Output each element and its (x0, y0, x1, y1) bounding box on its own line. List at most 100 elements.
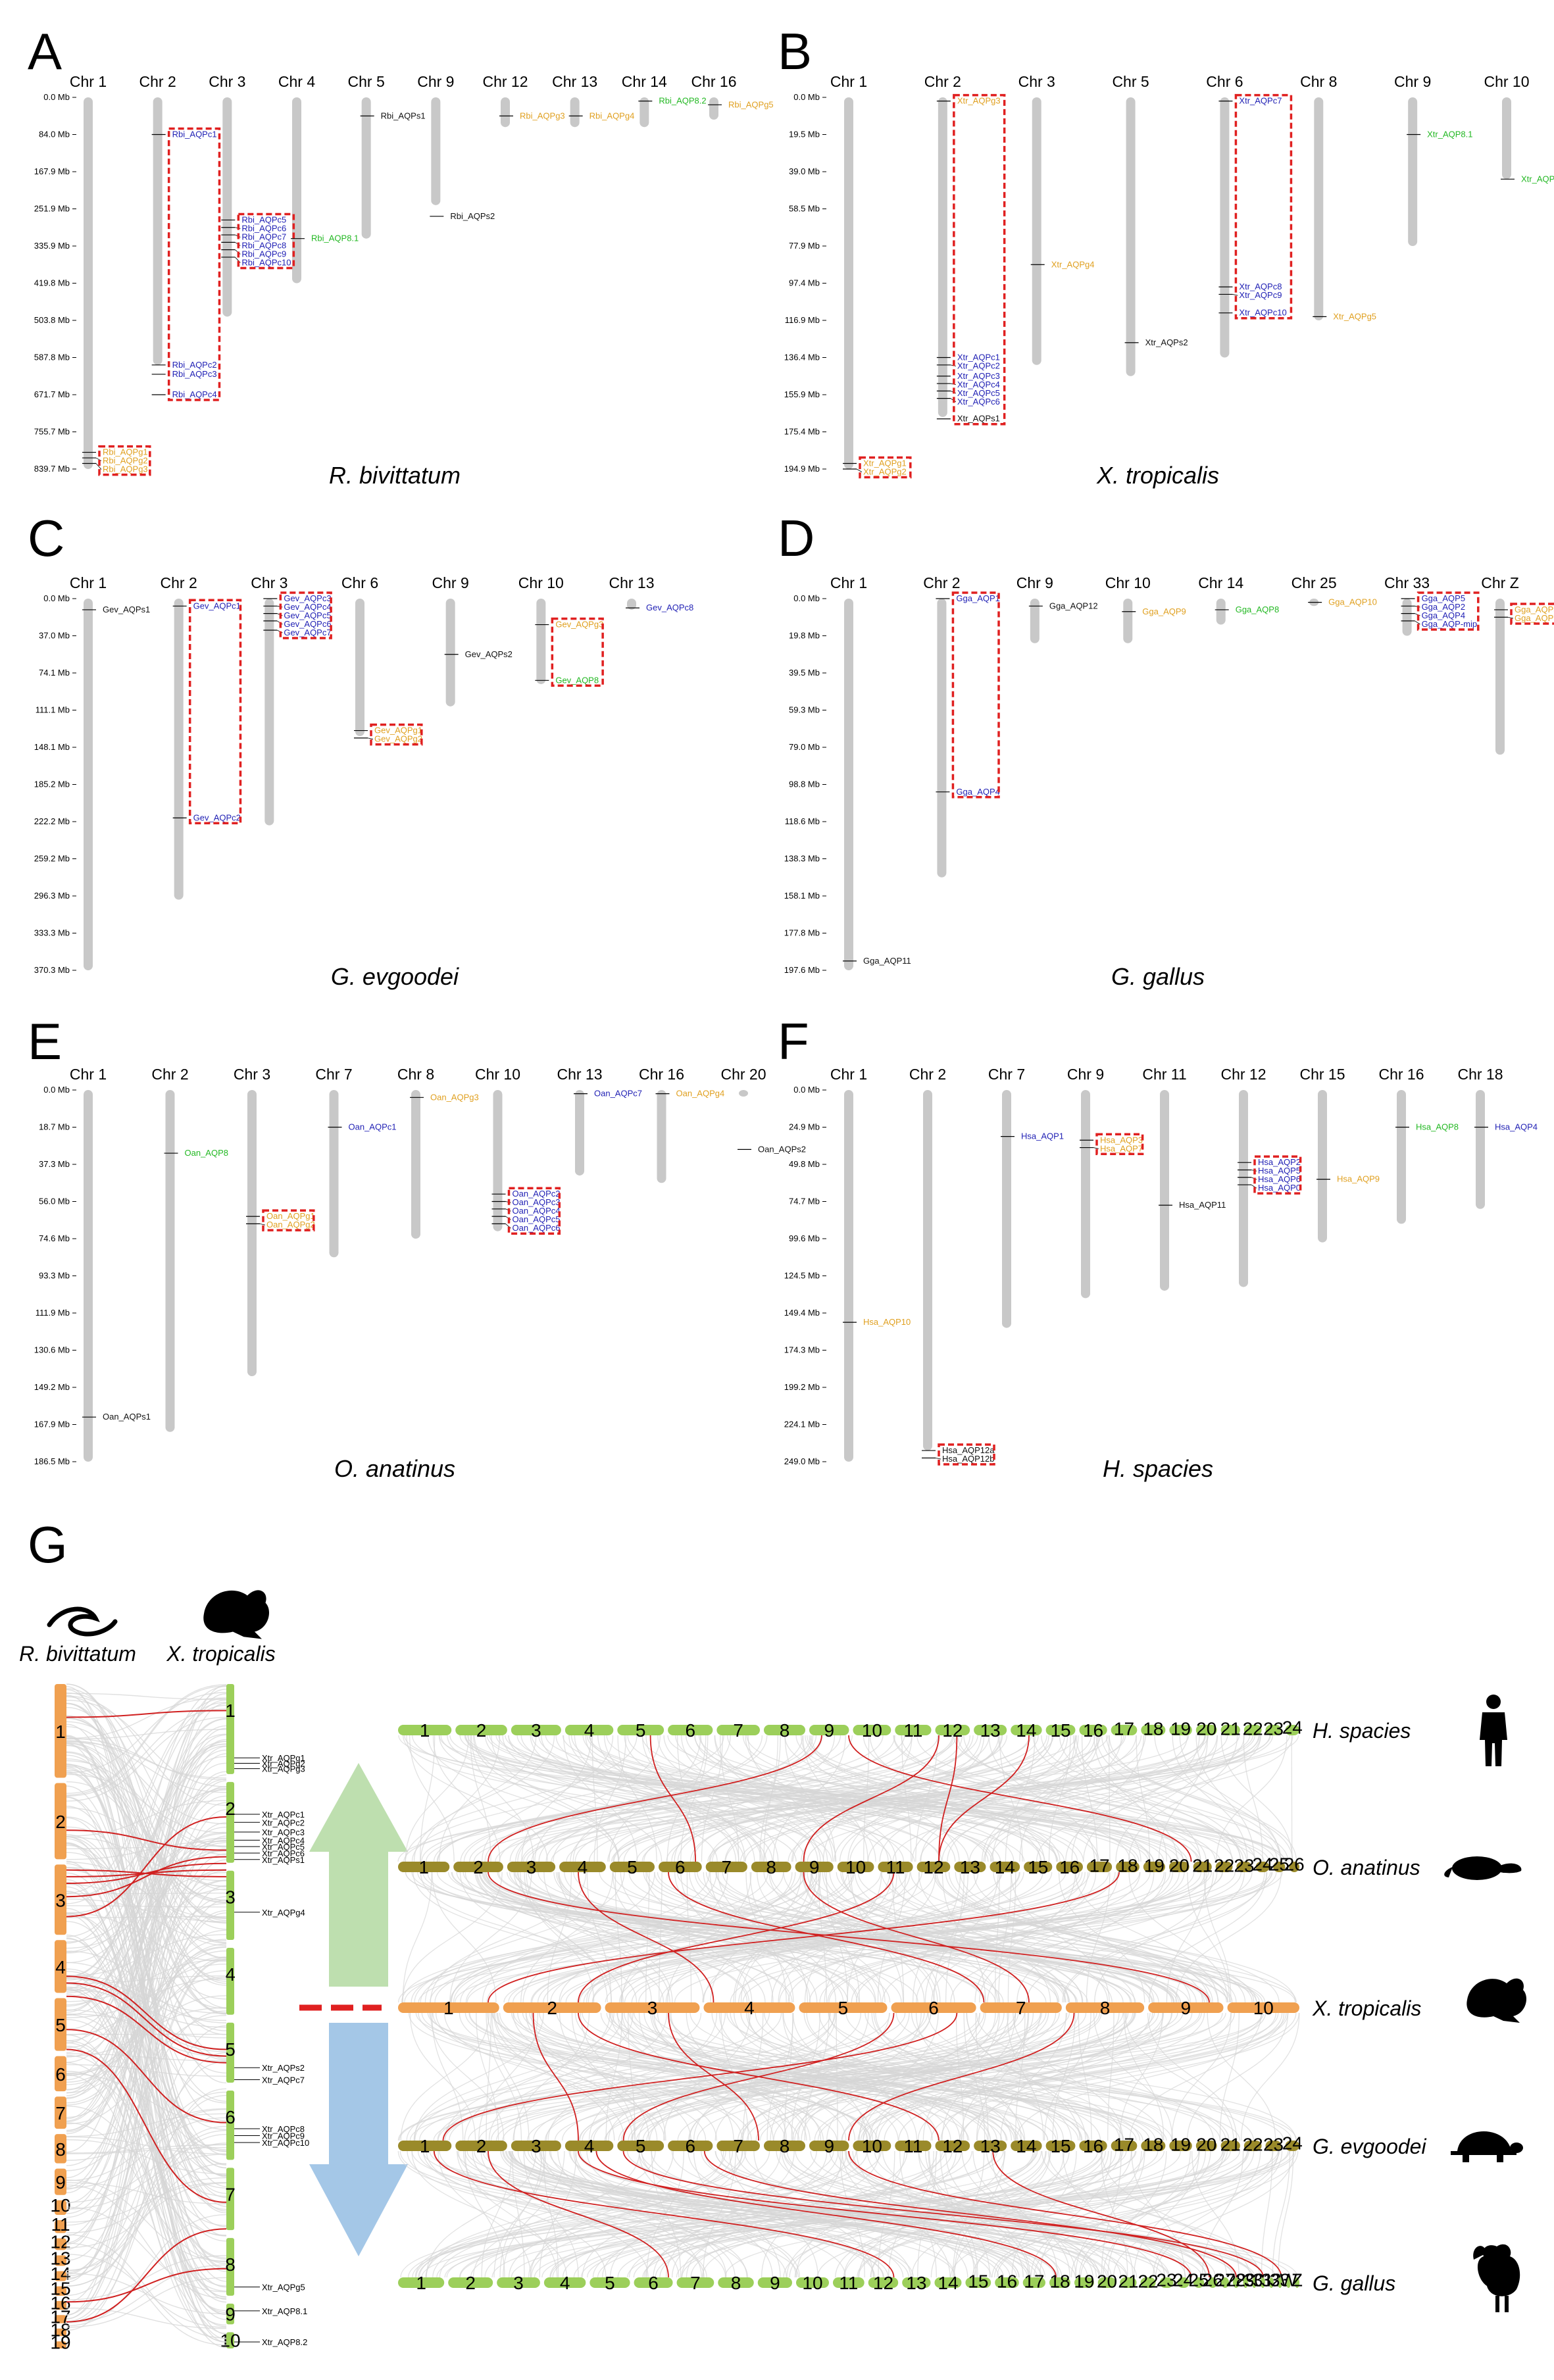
synteny-link (436, 2150, 1137, 2278)
chromosome-bar (1476, 1090, 1485, 1209)
synteny-link (66, 1693, 227, 1700)
track-chromosome-bar (453, 1862, 503, 1872)
synteny-link (449, 1872, 806, 2003)
track-chromosome-number: 10 (862, 1720, 882, 1741)
chromosome-bar (264, 599, 274, 826)
species-name: R. bivittatum (19, 1642, 136, 1666)
snake-icon (47, 1606, 118, 1637)
chromosome-name: Chr 14 (622, 73, 667, 90)
axis-tick-label: 111.1 Mb (36, 705, 70, 715)
gene-label: Oan_AQPc3 (513, 1197, 561, 1207)
synteny-link (397, 2150, 799, 2278)
gene-label: Hsa_AQP10 (863, 1317, 911, 1327)
synteny-link (430, 1872, 882, 2003)
synteny-link (671, 2150, 847, 2278)
track-chromosome-number: 17 (1114, 2135, 1134, 2155)
gene-label: Xtr_AQPs1 (262, 1855, 305, 1865)
synteny-link (742, 2012, 764, 2141)
synteny-link (933, 1872, 1255, 2003)
chromosome-name: Chr 18 (1457, 1066, 1503, 1083)
synteny-link (1272, 2150, 1291, 2278)
synteny-link (434, 1872, 854, 2003)
gene-label: Xtr_AQPc10 (1239, 308, 1286, 318)
xtr-chromosome-bar (226, 1781, 234, 1863)
track-chromosome-number: 19 (1170, 1719, 1191, 1739)
track-chromosome-bar (1294, 2277, 1299, 2288)
synteny-link (918, 1872, 1051, 2003)
synteny-link (1016, 2012, 1285, 2141)
synteny-link (571, 2012, 636, 2141)
track-chromosome-number: 15 (1050, 1720, 1070, 1741)
track-chromosome-number: 7 (733, 2136, 743, 2156)
synteny-link (1036, 1735, 1261, 1862)
xtr-chromosome-number: 5 (225, 2039, 236, 2060)
gene-label: Gga_AQP9 (1142, 607, 1186, 616)
gene-label: Oan_AQPc4 (513, 1206, 561, 1216)
synteny-link (66, 2234, 227, 2339)
synteny-link (797, 2012, 922, 2141)
synteny-link (827, 1872, 1180, 2003)
chromosome-bar (844, 1090, 853, 1462)
axis-tick-label: 175.4 Mb (784, 427, 820, 437)
track-chromosome-bar (543, 2277, 586, 2288)
synteny-link (66, 1885, 227, 2316)
synteny-link (66, 1696, 227, 1891)
synteny-link (66, 1879, 227, 2058)
synteny-link (718, 2012, 874, 2141)
chromosome-bar (1216, 599, 1226, 625)
aqp-synteny-link (992, 2150, 1210, 2278)
track-chromosome-bar (1227, 2002, 1299, 2013)
gene-label: Xtr_AQPc9 (262, 2131, 305, 2141)
track-chromosome-bar (795, 1862, 834, 1872)
frog-shape (1466, 1978, 1526, 2023)
track-chromosome-number: 2 (465, 2273, 476, 2293)
track-chromosome-number: 23 (1234, 1856, 1254, 1876)
tandem-cluster-box (237, 212, 295, 270)
gene-label: Oan_AQP8 (185, 1148, 229, 1158)
synteny-link (588, 2012, 718, 2141)
synteny-link (828, 2012, 1254, 2141)
track-chromosome-bar (980, 2002, 1062, 2013)
aqp-synteny-link (668, 2012, 759, 2141)
synteny-link (66, 2014, 227, 2152)
synteny-link (659, 1872, 663, 2003)
track-chromosome-bar (965, 2277, 991, 2288)
track-chromosome-bar (448, 2277, 493, 2288)
gene-label: Xtr_AQPc2 (262, 1818, 305, 1827)
synteny-link (729, 2150, 818, 2278)
track-chromosome-bar (757, 2277, 792, 2288)
xtr-chromosome-bar (226, 2332, 234, 2348)
synteny-link (66, 1746, 227, 2244)
chromosome-bar (222, 97, 232, 317)
track-chromosome-number: 24 (1282, 2133, 1303, 2154)
track-chromosome-number: 6 (928, 1998, 939, 2018)
track-chromosome-bar (1221, 2277, 1230, 2288)
aqp-synteny-link (703, 2150, 1237, 2278)
synteny-link (920, 1735, 1068, 1862)
aqp-synteny-link (668, 1872, 985, 2003)
synteny-link (680, 1735, 709, 1862)
synteny-link (413, 2012, 614, 2141)
synteny-link (66, 1836, 227, 2237)
synteny-link (874, 2150, 1193, 2278)
track-chromosome-number: 5 (605, 2273, 615, 2293)
synteny-link (480, 1872, 918, 2003)
synteny-link (522, 1872, 717, 2003)
track-chromosome-bar (878, 1862, 913, 1872)
synteny-link (66, 1752, 227, 1986)
synteny-link (66, 2062, 227, 2292)
synteny-link (860, 2012, 1289, 2141)
synteny-link (430, 2012, 505, 2141)
chromosome-name: Chr 20 (720, 1066, 766, 1083)
track-chromosome-number: 3 (647, 1998, 658, 2018)
axis-tick-label: 0.0 Mb (793, 92, 820, 102)
synteny-link (66, 1988, 227, 2327)
synteny-link (413, 1735, 555, 1862)
chromosome-bar (361, 97, 371, 239)
axis-tick-label: 259.2 Mb (34, 854, 70, 864)
track-chromosome-bar (763, 1725, 806, 1735)
track-chromosome-number: 22 (1214, 1856, 1234, 1876)
synteny-link (66, 1685, 227, 1796)
chromosome-bar (627, 599, 636, 610)
rbi-chromosome-bar (55, 1998, 66, 2051)
